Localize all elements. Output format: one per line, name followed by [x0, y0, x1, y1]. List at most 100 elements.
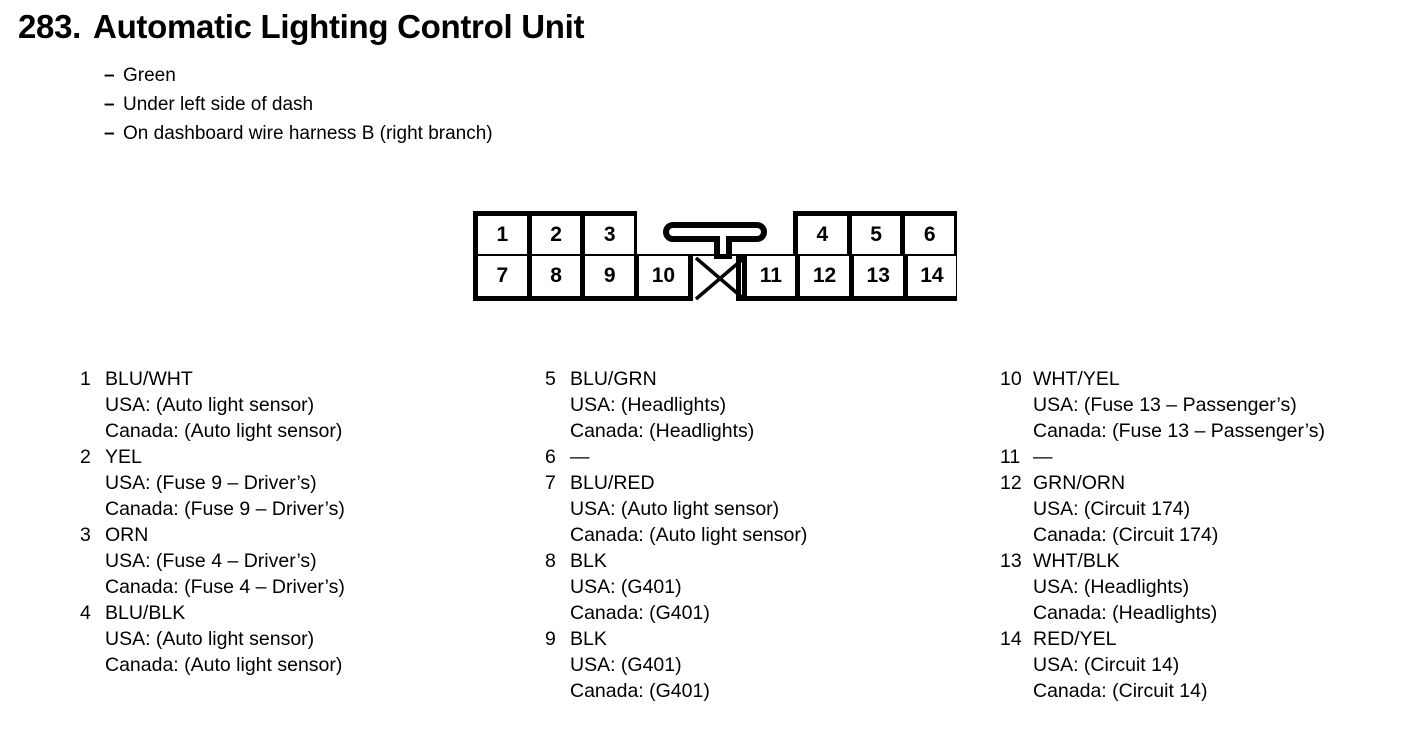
- pin-head: 10 WHT/YEL: [1000, 366, 1400, 392]
- note-text: Under left side of dash: [123, 94, 314, 115]
- connector-pin-number: 5: [870, 222, 882, 246]
- pin-wire-color: BLU/GRN: [570, 368, 657, 390]
- connector-pin-cell-3[interactable]: 3: [580, 216, 635, 254]
- pin-canada-description: Canada: (Headlights): [570, 420, 755, 442]
- pin-canada-description: Canada: (Fuse 9 – Driver’s): [105, 498, 345, 520]
- note-item: –On dashboard wire harness B (right bran…: [104, 119, 493, 148]
- pin-number: 4: [80, 602, 91, 624]
- pin-wire-color: —: [570, 446, 590, 468]
- connector-pin-cell-6[interactable]: 6: [900, 216, 955, 254]
- connector-pin-number: 7: [496, 263, 509, 287]
- connector-pin-number: 14: [920, 263, 944, 287]
- pin-canada-description: Canada: (Circuit 14): [1033, 680, 1208, 702]
- connector-pin-cell-9[interactable]: 9: [580, 256, 635, 296]
- connector-pin-number: 12: [812, 263, 837, 287]
- pin-usa-description: USA: (Fuse 4 – Driver’s): [105, 550, 317, 572]
- pin-head: 11 —: [1000, 444, 1400, 470]
- connector-pin-cell-8[interactable]: 8: [526, 256, 581, 296]
- connector-pin-number: 10: [651, 263, 676, 287]
- pin-head: 6—: [545, 444, 995, 470]
- page-number: 283.: [18, 8, 82, 45]
- pin-wire-color: BLU/BLK: [105, 602, 186, 624]
- connector-pin-number: 11: [759, 263, 782, 287]
- connector-pin-cell-2[interactable]: 2: [526, 216, 581, 254]
- connector-pin-number: 1: [496, 222, 509, 246]
- pin-canada-description: Canada: (Fuse 13 – Passenger’s): [1033, 420, 1325, 442]
- page-title: 283. Automatic Lighting Control Unit: [18, 8, 584, 46]
- connector-pin-cell-14[interactable]: 14: [902, 256, 957, 296]
- pin-canada-description: Canada: (Auto light sensor): [105, 654, 343, 676]
- pin-list-column-3: 10 WHT/YEL USA: (Fuse 13 – Passenger’s) C…: [1000, 366, 1400, 704]
- connector-blank-cavity-x-icon: [687, 256, 745, 301]
- connector-pin-number: 4: [816, 222, 829, 246]
- pin-wire-color: BLU/WHT: [105, 368, 193, 390]
- pin-number: 2: [80, 446, 91, 468]
- note-text: Green: [123, 65, 176, 86]
- pin-canada-description: Canada: (Auto light sensor): [570, 524, 808, 546]
- pin-wire-color: —: [1033, 446, 1053, 468]
- pin-number: 3: [80, 524, 91, 546]
- pin-canada-description: Canada: (G401): [570, 680, 710, 702]
- connector-bottom-row: 7 8 9 10 11 12 13 14: [473, 256, 957, 301]
- note-dash-icon: –: [104, 123, 115, 144]
- pin-number: 10: [1000, 368, 1022, 390]
- pin-number: 9: [545, 628, 556, 650]
- connector-pin-cell-7[interactable]: 7: [478, 256, 527, 296]
- pin-head: 12 GRN/ORN: [1000, 470, 1400, 496]
- page-title-text: Automatic Lighting Control Unit: [93, 8, 585, 45]
- connector-pin-number: 13: [866, 263, 890, 287]
- connector-pin-cell-12[interactable]: 12: [795, 256, 849, 296]
- pin-canada-description: Canada: (G401): [570, 602, 710, 624]
- connector-pin-cell-11[interactable]: 11: [741, 256, 796, 296]
- pin-wire-color: WHT/YEL: [1033, 368, 1120, 390]
- pin-usa-description: USA: (Circuit 174): [1033, 498, 1191, 520]
- note-item: –Under left side of dash: [104, 90, 493, 119]
- pin-usa-description: USA: (G401): [570, 576, 682, 598]
- note-dash-icon: –: [104, 65, 115, 86]
- pin-usa-description: USA: (Auto light sensor): [570, 498, 780, 520]
- pin-entry: 12 GRN/ORN USA: (Circuit 174) Canada: (Ci…: [1000, 470, 1400, 548]
- pin-usa-description: USA: (Circuit 14): [1033, 654, 1180, 676]
- pin-head: 4 BLU/BLK: [80, 600, 530, 626]
- connector-pin-number: 8: [550, 263, 562, 287]
- pin-number: 1: [80, 368, 91, 390]
- pin-number: 6: [545, 446, 556, 468]
- pin-number: 8: [545, 550, 556, 572]
- pin-number: 7: [545, 472, 556, 494]
- pin-number: 14: [1000, 628, 1022, 650]
- pin-wire-color: GRN/ORN: [1033, 472, 1126, 494]
- note-list: –Green –Under left side of dash –On dash…: [104, 61, 493, 148]
- connector-pin-cell-1[interactable]: 1: [478, 216, 527, 254]
- pin-number: 12: [1000, 472, 1022, 494]
- note-dash-icon: –: [104, 94, 115, 115]
- connector-pin-number: 6: [923, 222, 936, 246]
- pin-wire-color: BLK: [570, 550, 607, 572]
- pin-canada-description: Canada: (Auto light sensor): [105, 420, 343, 442]
- pin-number: 11: [1000, 446, 1021, 468]
- pin-usa-description: USA: (Headlights): [1033, 576, 1190, 598]
- pin-head: 8 BLK: [545, 548, 995, 574]
- connector-pin-cell-4[interactable]: 4: [798, 216, 847, 254]
- connector-pin-cell-10[interactable]: 10: [634, 256, 688, 296]
- connector-pin-cell-13[interactable]: 13: [848, 256, 903, 296]
- pin-usa-description: USA: (Headlights): [570, 394, 727, 416]
- connector-pin-number: 2: [550, 222, 562, 246]
- connector-pin-cell-5[interactable]: 5: [846, 216, 901, 254]
- pin-canada-description: Canada: (Circuit 174): [1033, 524, 1219, 546]
- pin-entry: 6—: [545, 444, 995, 470]
- pin-head: 1 BLU/WHT: [80, 366, 530, 392]
- pin-usa-description: USA: (Fuse 13 – Passenger’s): [1033, 394, 1297, 416]
- pin-canada-description: Canada: (Fuse 4 – Driver’s): [105, 576, 345, 598]
